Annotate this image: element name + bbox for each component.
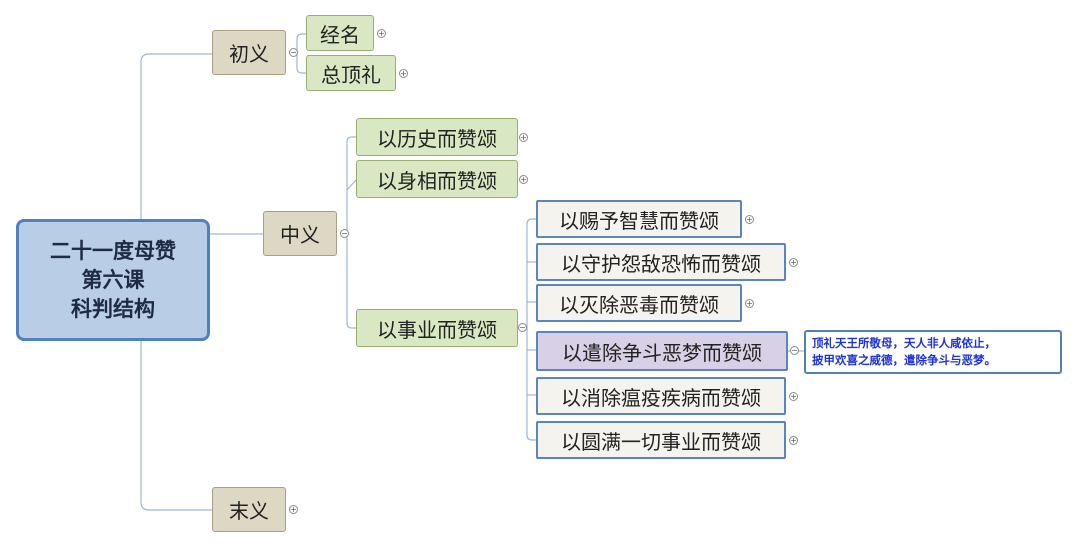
- expand-icon[interactable]: +: [789, 436, 798, 445]
- topic-shiye-label: 以事业而赞颂: [377, 317, 497, 342]
- topic-lishi[interactable]: 以历史而赞颂: [356, 118, 518, 156]
- topic-zongdingli[interactable]: 总顶礼: [306, 55, 396, 91]
- topic-activity-3[interactable]: 以灭除恶毒而赞颂: [536, 284, 742, 322]
- root-title-line-3: 科判结构: [71, 296, 155, 321]
- topic-zongdingli-label: 总顶礼: [321, 62, 381, 87]
- expand-icon[interactable]: +: [377, 29, 386, 38]
- topic-moyi-label: 末义: [229, 499, 269, 523]
- topic-shiye[interactable]: 以事业而赞颂: [356, 309, 518, 347]
- topic-jingming-label: 经名: [320, 22, 360, 47]
- collapse-icon[interactable]: −: [518, 323, 527, 332]
- expand-icon[interactable]: +: [519, 133, 528, 142]
- connector-chu-1: [296, 33, 306, 53]
- callout-note[interactable]: 顶礼天王所敬母，天人非人咸依止， 披甲欢喜之威德，遣除争斗与恶梦。: [804, 330, 1062, 374]
- topic-moyi[interactable]: 末义: [212, 487, 286, 532]
- connector-act-6: [526, 328, 536, 441]
- collapse-icon[interactable]: −: [340, 229, 349, 238]
- collapse-icon[interactable]: −: [790, 346, 799, 355]
- note-line-1: 顶礼天王所敬母，天人非人咸依止，: [812, 336, 996, 350]
- topic-activity-2-label: 以守护怨敌恐怖而赞颂: [561, 251, 761, 276]
- expand-icon[interactable]: +: [289, 505, 298, 514]
- topic-zhongyi[interactable]: 中义: [263, 211, 337, 256]
- note-line-2: 披甲欢喜之威德，遣除争斗与恶梦。: [812, 353, 996, 367]
- root-topic[interactable]: 二十一度母赞 第六课 科判结构: [16, 219, 210, 341]
- topic-jingming[interactable]: 经名: [306, 15, 374, 51]
- topic-activity-3-label: 以灭除恶毒而赞颂: [559, 292, 719, 317]
- topic-activity-4-label: 以遣除争斗恶梦而赞颂: [562, 340, 762, 365]
- expand-icon[interactable]: +: [789, 392, 798, 401]
- topic-activity-4[interactable]: 以遣除争斗恶梦而赞颂: [536, 331, 788, 371]
- topic-activity-2[interactable]: 以守护怨敌恐怖而赞颂: [536, 243, 786, 281]
- root-title-line-1: 二十一度母赞: [50, 238, 176, 263]
- expand-icon[interactable]: +: [745, 215, 754, 224]
- root-title-line-2: 第六课: [81, 267, 145, 292]
- connector-zhong-1: [346, 136, 356, 234]
- topic-shenxiang-label: 以身相而赞颂: [377, 168, 497, 193]
- topic-lishi-label: 以历史而赞颂: [377, 126, 497, 151]
- collapse-icon[interactable]: −: [289, 48, 298, 57]
- expand-icon[interactable]: +: [789, 258, 798, 267]
- topic-activity-5-label: 以消除瘟疫疾病而赞颂: [561, 385, 761, 410]
- expand-icon[interactable]: +: [745, 299, 754, 308]
- connector-root-mo: [140, 341, 212, 511]
- connector-chu-2: [296, 53, 306, 74]
- connector-act-1: [526, 218, 536, 328]
- expand-icon[interactable]: +: [519, 175, 528, 184]
- topic-activity-6[interactable]: 以圆满一切事业而赞颂: [536, 421, 786, 459]
- topic-activity-1[interactable]: 以赐予智慧而赞颂: [536, 200, 742, 238]
- expand-icon[interactable]: +: [399, 69, 408, 78]
- connector-zhong-3: [346, 234, 356, 329]
- topic-activity-1-label: 以赐予智慧而赞颂: [559, 208, 719, 233]
- topic-activity-6-label: 以圆满一切事业而赞颂: [561, 429, 761, 454]
- topic-zhongyi-label: 中义: [280, 223, 320, 247]
- topic-shenxiang[interactable]: 以身相而赞颂: [356, 160, 518, 198]
- connector-root-chu: [140, 53, 212, 219]
- topic-chuyi[interactable]: 初义: [212, 30, 286, 75]
- topic-chuyi-label: 初义: [229, 42, 269, 66]
- topic-activity-5[interactable]: 以消除瘟疫疾病而赞颂: [536, 377, 786, 415]
